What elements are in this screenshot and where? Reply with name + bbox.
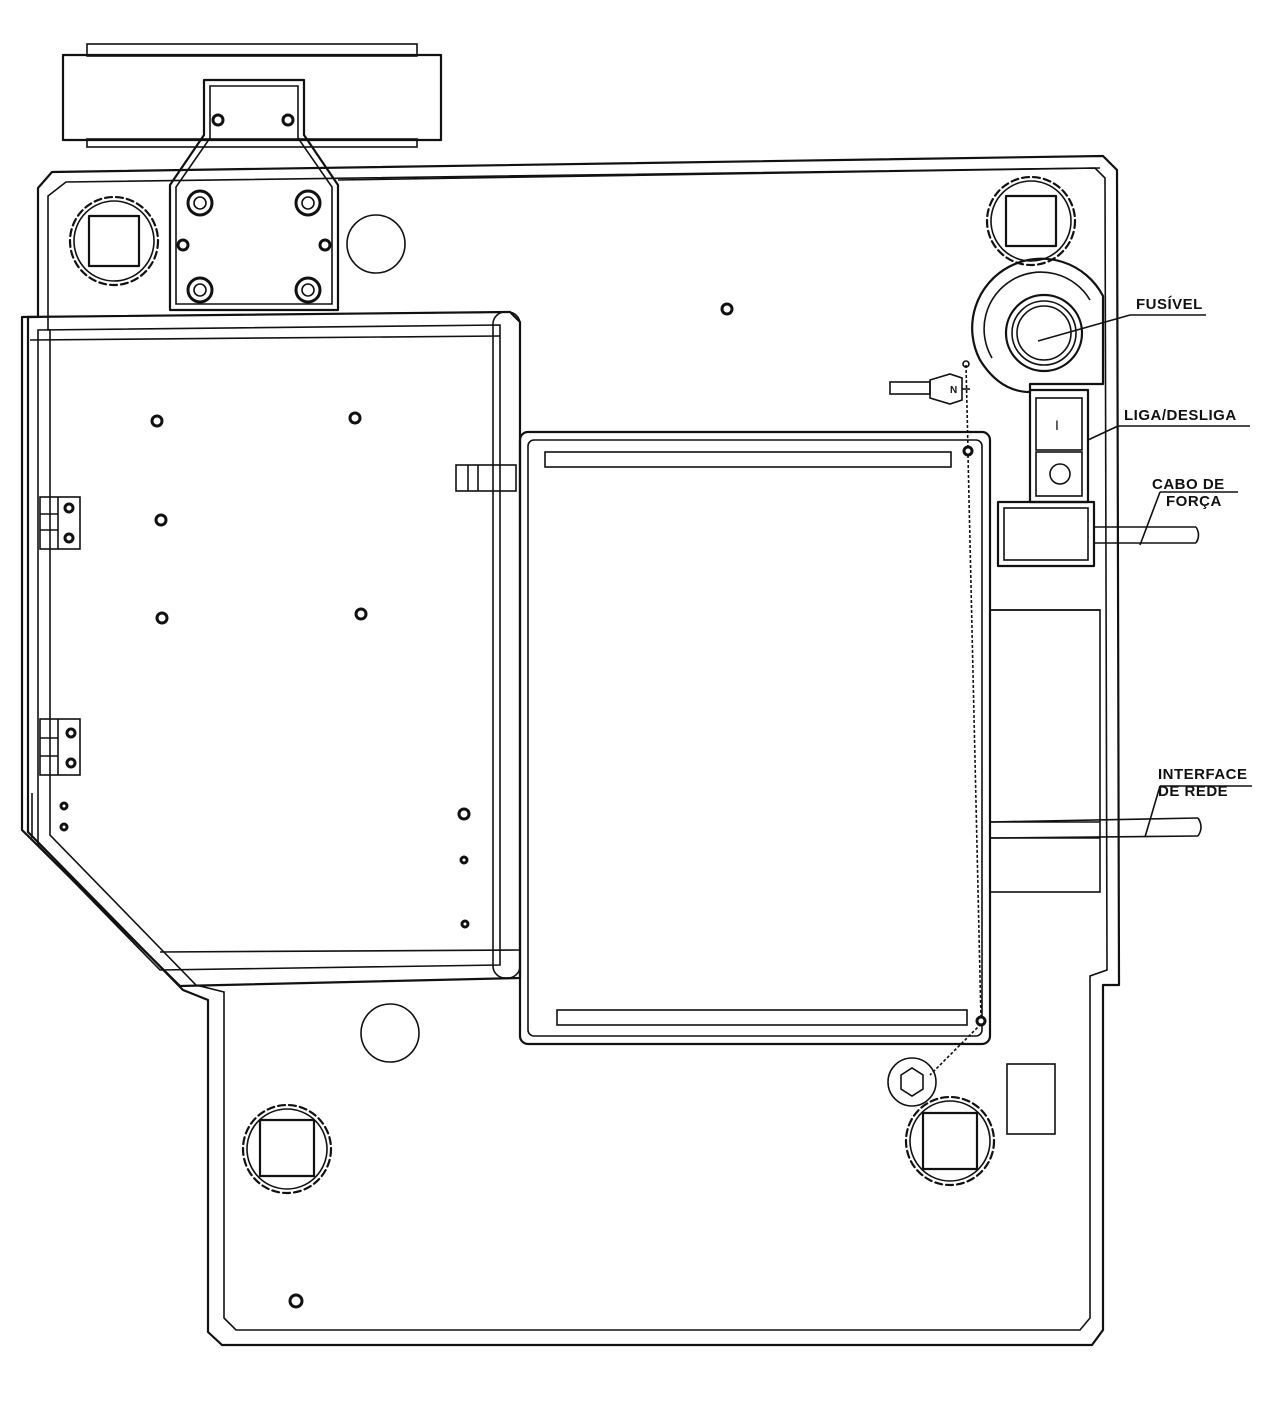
label-interface-de-rede-line2: DE REDE [1158, 783, 1229, 800]
power-switch [1028, 388, 1090, 504]
label-cabo-de-forca-line2: FORÇA [1166, 493, 1222, 510]
foot-bottom-left [241, 1103, 333, 1195]
small-hole-bottom [288, 1293, 304, 1309]
label-interface-de-rede-line1: INTERFACE [1158, 766, 1248, 783]
small-hole-top [720, 302, 734, 316]
switch-symbol: I [1055, 417, 1059, 433]
label-cabo-de-forca-line1: CABO DE [1152, 476, 1225, 493]
center-tray [518, 430, 992, 1046]
foot-top-left [68, 195, 160, 287]
foot-bottom-right [904, 1095, 996, 1187]
housing-hole-upper [346, 214, 406, 274]
housing-hole-lower [360, 1003, 420, 1063]
label-fusivel: FUSÍVEL [1136, 296, 1203, 313]
foot-top-right [985, 175, 1077, 267]
key-letter: N [950, 385, 957, 396]
fuse-holder [971, 257, 1105, 394]
top-connector [61, 43, 443, 148]
leader-lines [1037, 314, 1252, 838]
chain-anchor [887, 1057, 937, 1107]
mounting-bracket [168, 78, 340, 312]
label-liga-desliga: LIGA/DESLIGA [1124, 407, 1237, 424]
key-chain [929, 360, 987, 1076]
housing-outline [26, 154, 1121, 1347]
key [889, 373, 970, 405]
left-board [20, 310, 522, 988]
power-cable [1094, 526, 1200, 544]
label-cabo-de-forca: CABO DE FORÇA [1152, 476, 1225, 510]
network-cable [989, 817, 1202, 839]
right-panel [989, 609, 1101, 893]
power-inlet [996, 500, 1096, 568]
label-interface-de-rede: INTERFACE DE REDE [1158, 766, 1248, 800]
label-plate [1006, 1063, 1056, 1135]
